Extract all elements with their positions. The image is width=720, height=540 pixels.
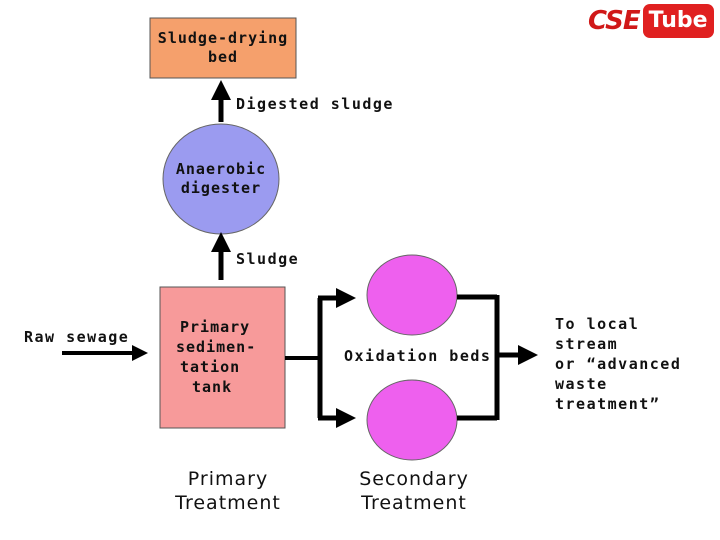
primary-treatment-caption: Primary Treatment xyxy=(158,467,298,515)
digester-label: Anaerobic digester xyxy=(163,152,279,206)
sedimentation-label: Primary sedimen- tation tank xyxy=(168,315,278,399)
output-line5: treatment” xyxy=(555,395,661,413)
secondary-caption-line2: Treatment xyxy=(361,492,467,514)
drying-bed-line2: bed xyxy=(207,48,239,66)
sedimentation-tank-box xyxy=(159,286,286,429)
sludge-label: Sludge xyxy=(236,250,300,268)
output-line4: waste xyxy=(555,375,608,393)
oxidation-beds-label: Oxidation beds xyxy=(344,347,492,365)
digester-line1: Anaerobic xyxy=(175,160,267,178)
output-line3: or “advanced xyxy=(555,355,682,373)
raw-sewage-label: Raw sewage xyxy=(24,328,130,346)
digester-line2: digester xyxy=(180,179,262,197)
sedimentation-line3: tation xyxy=(180,358,241,376)
output-label: To local stream or “advanced waste treat… xyxy=(555,314,681,414)
sedimentation-line2: sedimen- xyxy=(176,338,257,356)
drying-bed-label: Sludge-drying bed xyxy=(150,18,296,78)
primary-caption-line2: Treatment xyxy=(175,492,281,514)
primary-caption-line1: Primary xyxy=(187,468,269,490)
drying-bed-line1: Sludge-drying xyxy=(157,29,289,47)
secondary-treatment-caption: Secondary Treatment xyxy=(342,467,486,515)
digested-sludge-label: Digested sludge xyxy=(236,95,394,113)
output-line1: To local xyxy=(555,315,640,333)
sedimentation-line4: tank xyxy=(192,378,233,396)
secondary-caption-line1: Secondary xyxy=(359,468,469,490)
output-line2: stream xyxy=(555,335,619,353)
logo-text-cse: CSE xyxy=(588,6,641,36)
drying-bed-box xyxy=(149,17,297,79)
cse-tube-logo: CSE Tube xyxy=(588,4,714,38)
logo-text-tube: Tube xyxy=(642,4,714,38)
oxidation-bed-top xyxy=(366,254,458,336)
sedimentation-line1: Primary xyxy=(180,318,251,336)
oxidation-bed-bottom xyxy=(366,379,458,461)
